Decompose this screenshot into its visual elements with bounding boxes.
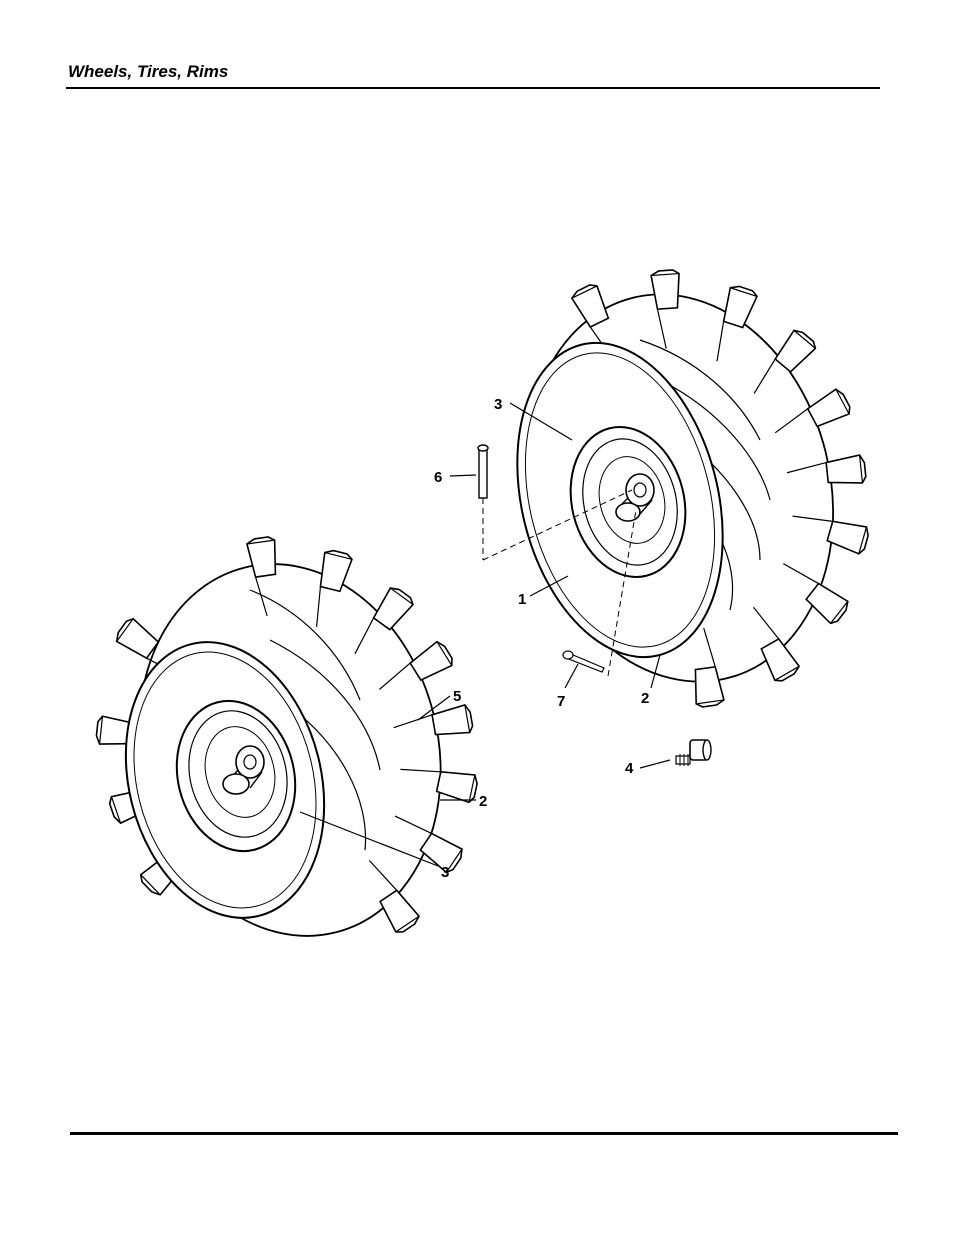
callout-1: 1 — [518, 591, 526, 608]
wheel-left — [55, 497, 519, 995]
valve-stem — [676, 740, 711, 766]
footer-divider — [70, 1132, 898, 1135]
callout-7: 7 — [557, 693, 565, 710]
callout-4: 4 — [625, 760, 634, 777]
callout-5: 5 — [453, 688, 461, 705]
callout-3-top: 3 — [494, 396, 502, 413]
callout-3-bottom: 3 — [441, 864, 449, 881]
callout-6: 6 — [434, 469, 442, 486]
callout-2-right: 2 — [641, 690, 649, 707]
callout-2-left: 2 — [479, 793, 487, 810]
wheel-right — [486, 229, 914, 716]
